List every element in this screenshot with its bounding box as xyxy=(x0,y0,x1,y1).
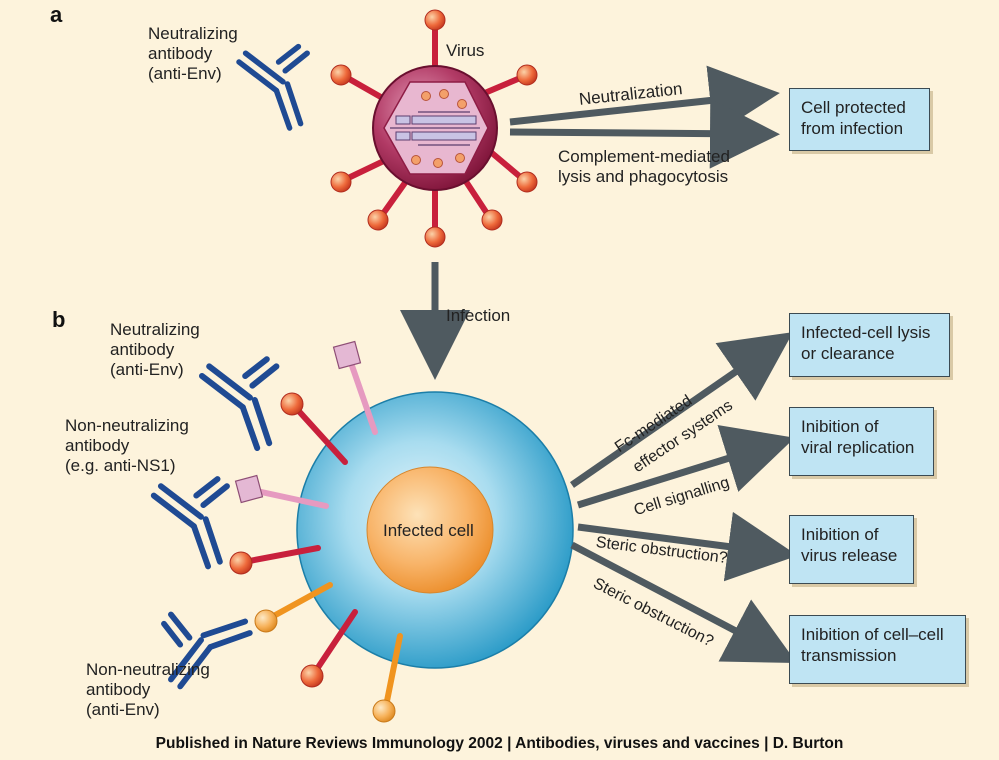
publication-credit: Published in Nature Reviews Immunology 2… xyxy=(155,735,844,752)
box-line: Infected-cell lysis xyxy=(801,323,931,342)
box-line: from infection xyxy=(801,119,904,138)
label-line: (anti-Env) xyxy=(86,700,160,719)
antibody-non-neutralizing-ns1 xyxy=(154,479,227,566)
surface-proteins xyxy=(229,340,403,723)
label-line: Neutralizing xyxy=(148,24,238,43)
label-line: (anti-Env) xyxy=(148,64,222,83)
label-line: Non-neutralizing xyxy=(86,660,210,679)
outcome-box-cell-cell: Inibition of cell–cell transmission xyxy=(789,615,966,684)
label-line: antibody xyxy=(65,436,130,455)
label-line: Complement-mediated xyxy=(558,147,730,166)
outcome-box-viral-replication: Inibition of viral replication xyxy=(789,407,934,476)
non-neutralizing-ns1-label: Non-neutralizing antibody (e.g. anti-NS1… xyxy=(65,416,189,476)
box-line: viral replication xyxy=(801,438,915,457)
virus xyxy=(330,9,538,248)
infected-cell xyxy=(296,391,574,669)
label-line: Non-neutralizing xyxy=(65,416,189,435)
complement-label: Complement-mediated lysis and phagocytos… xyxy=(558,147,730,187)
box-line: Inibition of cell–cell xyxy=(801,625,944,644)
infection-label: Infection xyxy=(446,306,511,325)
signalling-arrow xyxy=(576,425,795,509)
steric-arrow-2 xyxy=(570,541,797,664)
virus-label: Virus xyxy=(446,41,485,60)
panel-b-letter: b xyxy=(52,307,66,332)
label-line: antibody xyxy=(86,680,151,699)
outcome-box-lysis: Infected-cell lysis or clearance xyxy=(789,313,950,377)
neutralizing-antibody-label-b: Neutralizing antibody (anti-Env) xyxy=(110,320,200,380)
label-line: (anti-Env) xyxy=(110,360,184,379)
outcome-box-cell-protected: Cell protected from infection xyxy=(789,88,930,151)
panel-b-arrows xyxy=(570,332,798,664)
box-line: transmission xyxy=(801,646,897,665)
neutralizing-antibody-a xyxy=(239,47,307,128)
label-line: (e.g. anti-NS1) xyxy=(65,456,176,475)
neutralizing-antibody-label-a: Neutralizing antibody (anti-Env) xyxy=(148,24,238,84)
box-line: Cell protected xyxy=(801,98,906,117)
fc-arrow xyxy=(570,332,794,488)
outcome-box-virus-release: Inibition of virus release xyxy=(789,515,914,584)
steric-arrow-1 xyxy=(577,511,798,582)
label-line: antibody xyxy=(148,44,213,63)
antibody-neutralizing-b xyxy=(202,359,276,448)
label-line: antibody xyxy=(110,340,175,359)
box-line: Inibition of xyxy=(801,525,879,544)
panel-a-arrows xyxy=(509,65,780,169)
box-line: Inibition of xyxy=(801,417,879,436)
box-line: or clearance xyxy=(801,344,895,363)
box-line: virus release xyxy=(801,546,898,565)
non-neutralizing-env-label: Non-neutralizing antibody (anti-Env) xyxy=(86,660,210,720)
infected-cell-label: Infected cell xyxy=(383,521,474,540)
panel-a-letter: a xyxy=(50,2,63,27)
label-line: Neutralizing xyxy=(110,320,200,339)
label-line: lysis and phagocytosis xyxy=(558,167,729,186)
complement-arrow xyxy=(509,98,780,169)
